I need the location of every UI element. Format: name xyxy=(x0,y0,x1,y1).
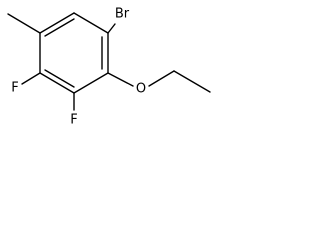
ring-bond-top-right xyxy=(73,12,109,34)
ether-bond-o-ch2 xyxy=(148,70,175,87)
fluoro-bond-upper xyxy=(21,72,41,85)
atom-label-f-upper: F xyxy=(11,81,18,96)
atom-label-f-lower: F xyxy=(70,113,77,128)
atom-label-br: Br xyxy=(115,7,130,22)
ring-double-bond-top-left xyxy=(44,18,75,37)
ethyl-bond xyxy=(173,70,211,93)
ring-bond-bottom-left xyxy=(39,72,75,94)
ring-double-bond-bottom-left xyxy=(44,69,75,88)
bromo-bond xyxy=(107,23,116,34)
benzene-ring xyxy=(39,12,109,94)
atom-label-o: O xyxy=(136,82,146,97)
ether-bond-ring-o xyxy=(107,72,134,87)
molecule-structure: Br O F F xyxy=(7,7,211,128)
methyl-bond xyxy=(7,13,41,34)
ring-bond-bottom-right xyxy=(73,72,109,94)
ring-bond-top-left xyxy=(39,12,75,34)
